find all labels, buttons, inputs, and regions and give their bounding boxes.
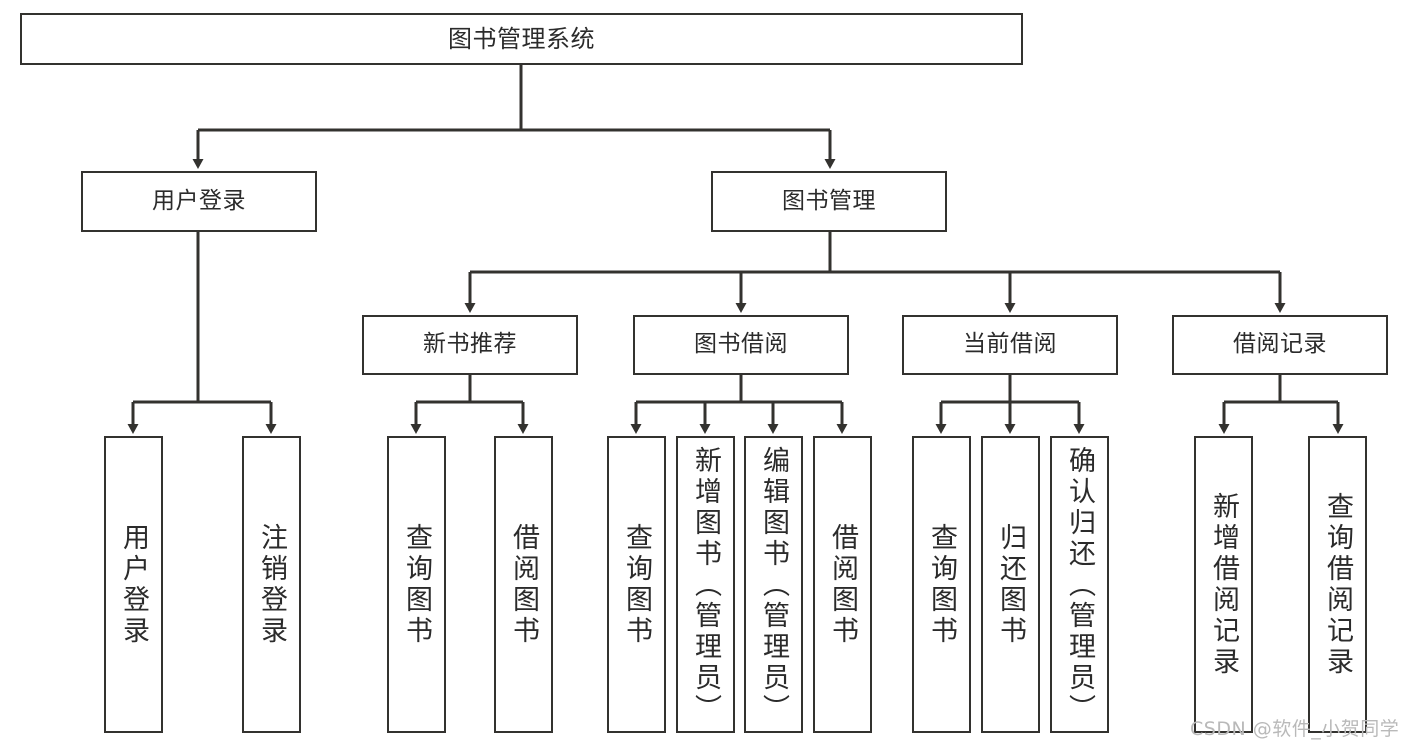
leaf-recommend-query-book[interactable]: 查询图书 [387, 436, 446, 733]
node-label: 新书推荐 [423, 331, 517, 358]
leaf-borrow-query-book[interactable]: 查询图书 [607, 436, 666, 733]
node-new-book-recommend[interactable]: 新书推荐 [362, 315, 578, 375]
csdn-watermark: CSDN @软件_小贺同学 [1190, 718, 1400, 740]
node-label: 用户登录 [152, 187, 246, 214]
node-root-system[interactable]: 图书管理系统 [20, 13, 1023, 65]
leaf-borrow-borrow-book[interactable]: 借阅图书 [813, 436, 872, 733]
leaf-user-login-logout[interactable]: 注销登录 [242, 436, 301, 733]
node-label: 新增图书（管理员） [690, 446, 722, 725]
node-label: 查询借阅记录 [1322, 491, 1354, 678]
node-label: 借阅图书 [508, 522, 540, 647]
leaf-recommend-borrow-book[interactable]: 借阅图书 [494, 436, 553, 733]
leaf-user-login-login[interactable]: 用户登录 [104, 436, 163, 733]
node-user-login[interactable]: 用户登录 [81, 171, 317, 232]
node-label: 查询图书 [401, 522, 433, 647]
node-current-borrow[interactable]: 当前借阅 [902, 315, 1118, 375]
node-label: 编辑图书（管理员） [758, 446, 790, 725]
node-label: 确认归还（管理员） [1064, 446, 1096, 725]
node-label: 图书管理系统 [448, 24, 595, 53]
node-label: 借阅图书 [827, 522, 859, 647]
node-label: 当前借阅 [963, 331, 1057, 358]
node-label: 查询图书 [926, 522, 958, 647]
node-label: 查询图书 [621, 522, 653, 647]
leaf-current-confirm-return-admin[interactable]: 确认归还（管理员） [1050, 436, 1109, 733]
leaf-record-query-record[interactable]: 查询借阅记录 [1308, 436, 1367, 733]
node-label: 借阅记录 [1233, 331, 1327, 358]
node-book-borrow[interactable]: 图书借阅 [633, 315, 849, 375]
leaf-current-return-book[interactable]: 归还图书 [981, 436, 1040, 733]
node-label: 归还图书 [995, 522, 1027, 647]
leaf-borrow-edit-book-admin[interactable]: 编辑图书（管理员） [744, 436, 803, 733]
leaf-current-query-book[interactable]: 查询图书 [912, 436, 971, 733]
node-label: 注销登录 [256, 522, 288, 647]
node-borrow-record[interactable]: 借阅记录 [1172, 315, 1388, 375]
node-label: 图书管理 [782, 187, 876, 214]
node-label: 新增借阅记录 [1208, 491, 1240, 678]
leaf-record-add-record[interactable]: 新增借阅记录 [1194, 436, 1253, 733]
node-label: 用户登录 [118, 522, 150, 647]
leaf-borrow-add-book-admin[interactable]: 新增图书（管理员） [676, 436, 735, 733]
node-book-management[interactable]: 图书管理 [711, 171, 947, 232]
node-label: 图书借阅 [694, 331, 788, 358]
